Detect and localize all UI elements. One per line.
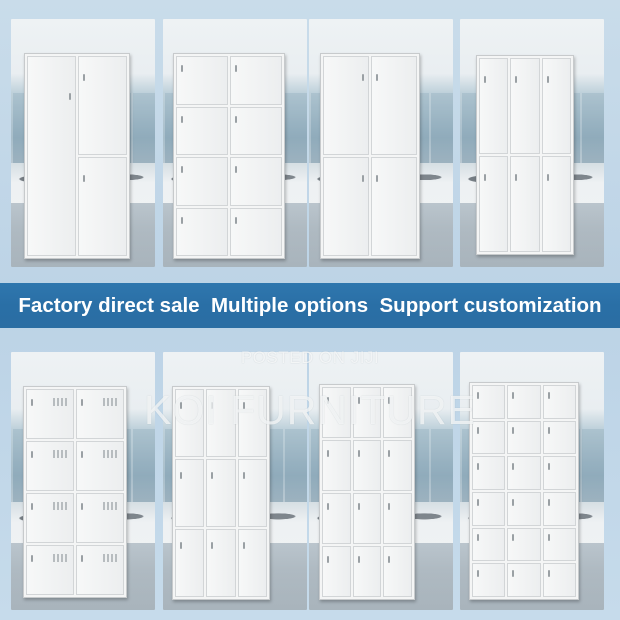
product-photo-two-by-four-locker <box>163 19 307 267</box>
banner-text: Factory direct sale Multiple options Sup… <box>18 293 602 317</box>
watermark-brand: KOI FURNITURE <box>144 387 476 433</box>
product-photo-nine-door-locker <box>163 352 307 610</box>
locker-cabinet <box>469 382 579 600</box>
product-photo-six-door-locker <box>460 19 604 267</box>
promo-banner: Factory direct sale Multiple options Sup… <box>0 283 620 328</box>
product-photo-two-column-locker <box>11 19 155 267</box>
watermark-posted-on: POSTED ON JIJI <box>240 348 380 367</box>
locker-cabinet <box>173 53 285 259</box>
bottom-row <box>0 352 620 610</box>
product-photo-eight-door-locker <box>11 352 155 610</box>
cupboard-cabinet <box>320 53 420 259</box>
locker-cabinet <box>23 386 127 598</box>
product-photo-twelve-door-locker <box>309 352 453 610</box>
locker-cabinet <box>476 55 574 255</box>
locker-cabinet <box>24 53 130 259</box>
top-row <box>0 19 620 267</box>
product-photo-four-door-cupboard <box>309 19 453 267</box>
locker-cabinet <box>172 386 270 600</box>
product-photo-eighteen-door-locker <box>460 352 604 610</box>
locker-cabinet <box>319 384 415 600</box>
